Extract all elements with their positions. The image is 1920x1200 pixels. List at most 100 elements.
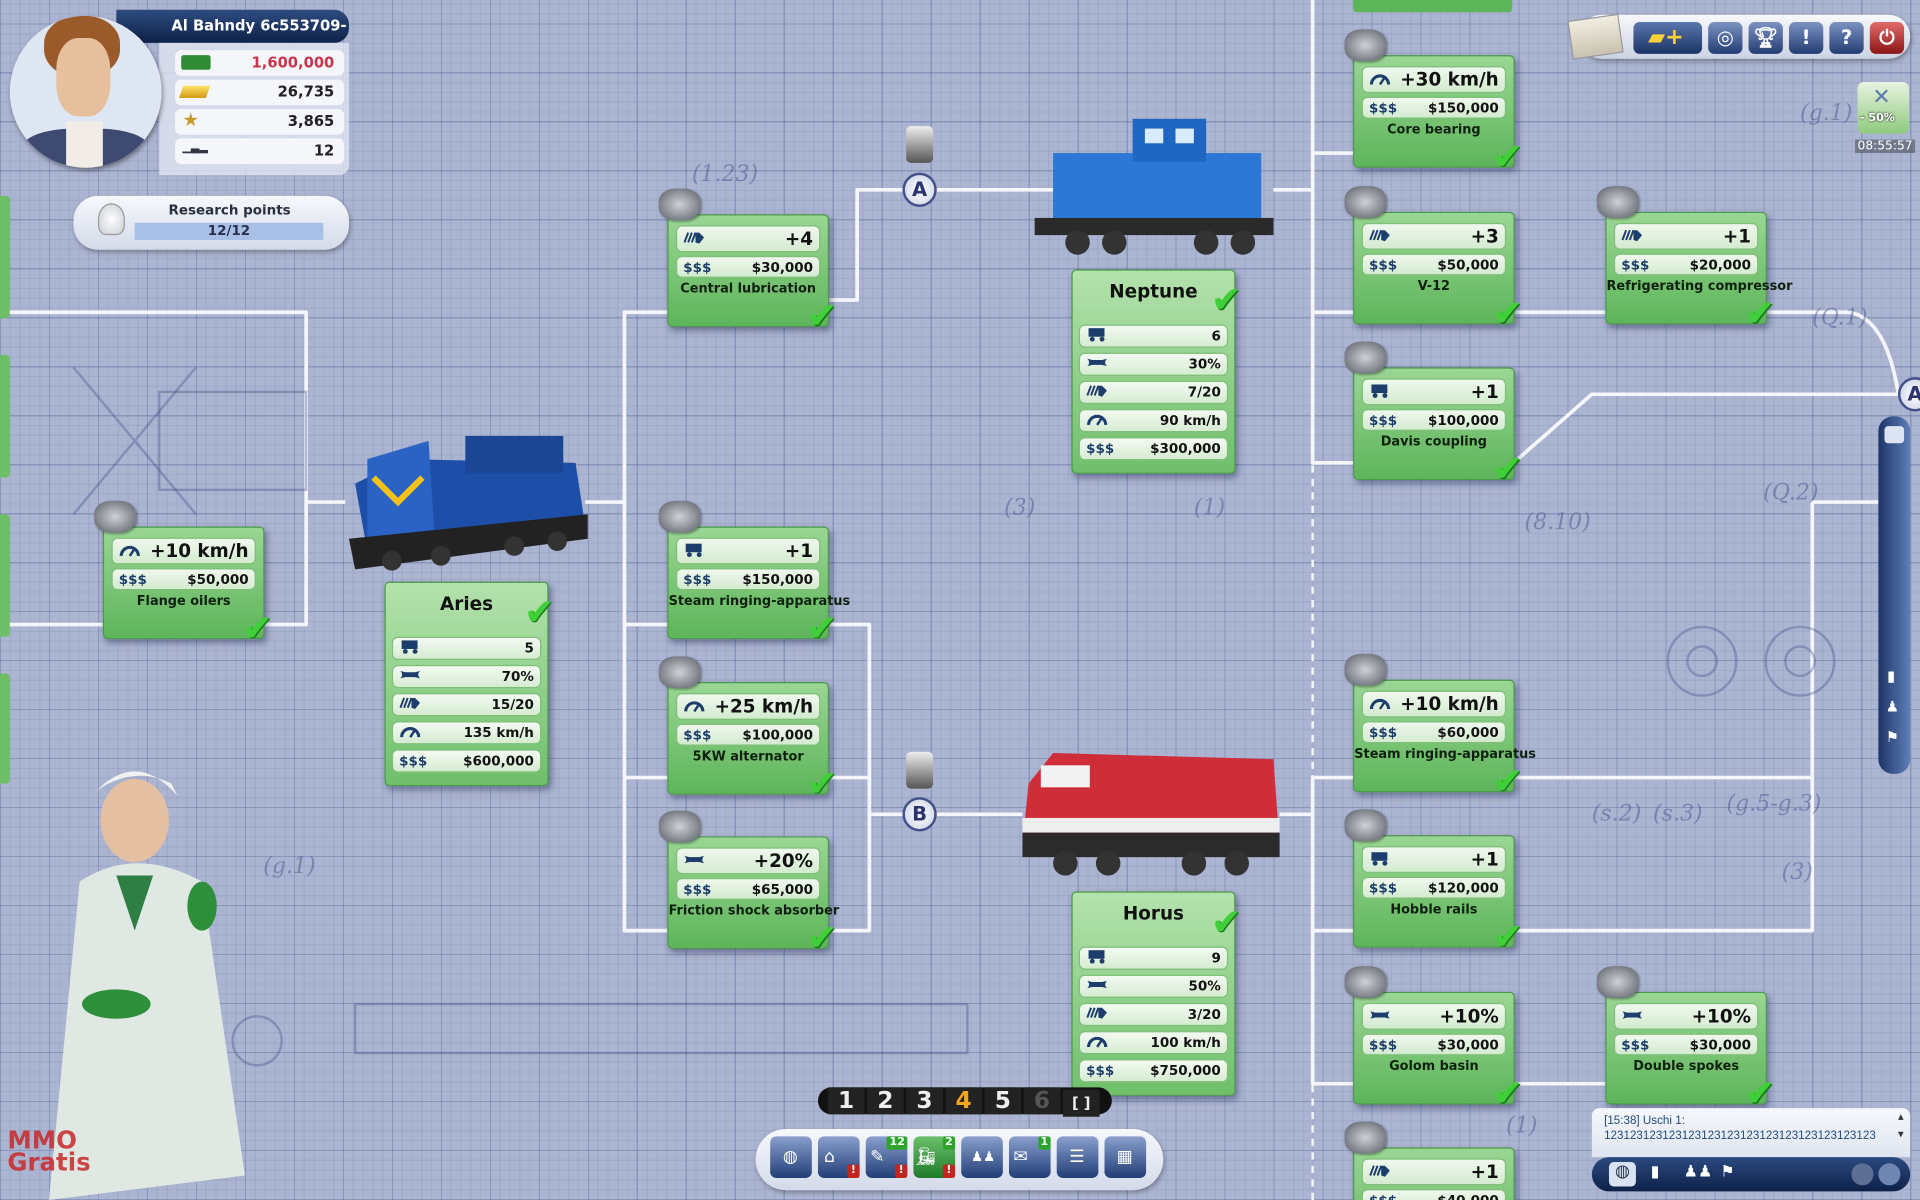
ranking-button[interactable]: ☰: [1056, 1136, 1099, 1178]
aries-locomotive[interactable]: [348, 435, 588, 571]
page-button-2[interactable]: 2: [866, 1087, 904, 1115]
chat-tab-flag[interactable]: ⚑: [1720, 1163, 1735, 1182]
money-icon: [181, 55, 211, 70]
cost-icon: $$$: [399, 753, 428, 769]
alert-badge: !: [847, 1164, 860, 1178]
help-button[interactable]: ?: [1829, 22, 1864, 54]
depot-side-icon[interactable]: ▮: [1886, 667, 1896, 685]
upgrade-stat-row: +1: [675, 537, 821, 565]
chat-minimize-button[interactable]: [1851, 1163, 1874, 1186]
upgrade-card[interactable]: +1 $$$$40,000: [1344, 1121, 1515, 1200]
side-scroll-panel[interactable]: ▮ ♟ ⚑: [1878, 416, 1911, 774]
depot-button[interactable]: ⌂!: [817, 1136, 860, 1178]
upgrade-cost: $50,000: [187, 571, 249, 588]
reliability-icon: [1621, 1005, 1643, 1027]
researched-checkmark-icon: ✔: [1210, 901, 1242, 945]
upgrade-stat-row: +1: [1613, 222, 1759, 250]
chat-tab-private[interactable]: ▮: [1650, 1163, 1660, 1182]
svg-text:(g.5-g.3): (g.5-g.3): [1727, 792, 1822, 817]
train-icon: 🚂︎: [914, 1147, 937, 1167]
upgrade-card[interactable]: +10% $$$$30,000 Golom basin ✔: [1344, 966, 1523, 1112]
alert-icon: !: [1801, 25, 1811, 49]
calculator-button[interactable]: ▦: [1104, 1136, 1147, 1178]
upgrade-card[interactable]: +1 $$$$100,000 Davis coupling ✔: [1344, 341, 1523, 488]
upgrade-cost: $100,000: [742, 726, 814, 743]
mmogratis-watermark: MMO Gratis: [7, 1125, 91, 1177]
cost-icon: $$$: [683, 881, 712, 897]
upgrade-card[interactable]: +1 $$$$20,000 Refrigerating compressor ✔: [1596, 186, 1792, 332]
power-icon: [1369, 225, 1391, 247]
offscreen-card-top: [1353, 0, 1513, 13]
power-icon: [399, 696, 421, 714]
upgrade-cost: $30,000: [751, 258, 814, 275]
power-icon: ⏻: [1879, 25, 1895, 49]
chat-scrollbar[interactable]: ▲▼: [1897, 1113, 1904, 1139]
upgrade-card[interactable]: +10 km/h $$$$60,000 Steam ringing-appara…: [1344, 653, 1536, 800]
mail-button[interactable]: ✉1: [1008, 1136, 1051, 1178]
upgrade-card[interactable]: +4 $$$$30,000 Central lubrication ✔: [658, 188, 838, 335]
page-button-5[interactable]: 5: [984, 1087, 1022, 1115]
junction-node-right[interactable]: A: [1897, 377, 1920, 412]
upgrade-stat-row: +1: [1361, 846, 1507, 874]
upgrade-card[interactable]: +1 $$$$120,000 Hobble rails ✔: [1344, 809, 1523, 956]
page-button-4[interactable]: 4: [945, 1087, 983, 1115]
upgrade-cost-row: $$$$150,000: [1361, 96, 1507, 119]
cost-icon: $$$: [1368, 724, 1398, 741]
junction-node-a[interactable]: A: [902, 172, 937, 207]
locomotive-power: 7/20: [1187, 384, 1221, 401]
power-icon: [1369, 1161, 1391, 1183]
upgrade-card[interactable]: +20% $$$$65,000 Friction shock absorber …: [658, 810, 839, 957]
reliability-icon: [1086, 977, 1108, 995]
research-button[interactable]: ✎12!: [865, 1136, 908, 1178]
page-button-1[interactable]: 1: [827, 1087, 865, 1115]
alerts-button[interactable]: !: [1788, 22, 1824, 54]
chat-maximize-button[interactable]: [1878, 1163, 1901, 1186]
upgrade-card[interactable]: +10% $$$$30,000 Double spokes ✔: [1596, 966, 1776, 1112]
player-avatar[interactable]: [9, 15, 162, 168]
svg-text:(g.1): (g.1): [1800, 101, 1852, 126]
chat-tab-global[interactable]: ◍: [1608, 1162, 1636, 1187]
flag-side-icon[interactable]: ⚑: [1885, 728, 1899, 746]
svg-text:(3): (3): [1004, 495, 1035, 520]
scroll-thumb[interactable]: [1884, 426, 1905, 444]
junction-node-b[interactable]: B: [902, 797, 937, 832]
page-button-6[interactable]: 6: [1023, 1087, 1061, 1115]
fullscreen-button[interactable]: [ ]: [1062, 1089, 1100, 1117]
upgrade-card[interactable]: +10 km/h $$$$50,000 Flange oilers ✔: [94, 500, 273, 647]
horus-locomotive[interactable]: [1022, 753, 1280, 876]
locomotive-power-row: 7/20: [1078, 380, 1229, 405]
upgrade-card[interactable]: +3 $$$$50,000 V-12 ✔: [1344, 186, 1523, 332]
speed-icon: [399, 724, 421, 742]
svg-text:(Q.1): (Q.1): [1812, 305, 1867, 330]
logout-button[interactable]: ⏻: [1869, 22, 1905, 54]
locomotive-cost: $300,000: [1150, 440, 1221, 457]
svg-text:(g.1): (g.1): [263, 854, 315, 879]
chat-log[interactable]: [15:38] Uschi 1: 12312312312312312312312…: [1591, 1108, 1911, 1158]
upgrade-card[interactable]: +1 $$$$150,000 Steam ringing-apparatus ✔: [658, 500, 850, 647]
researched-checkmark-icon: ✔: [1210, 279, 1242, 323]
gold-shop-button[interactable]: ▰+: [1633, 22, 1703, 54]
globe-button[interactable]: ◍: [770, 1136, 812, 1178]
locomotive-wagons-row: 9: [1078, 946, 1229, 970]
researched-checkmark-icon: ✔: [1492, 135, 1524, 179]
repair-discount-button[interactable]: ✕ - 50%: [1857, 82, 1909, 134]
upgrade-name: Hobble rails: [1390, 902, 1478, 918]
chat-tab-association[interactable]: ♟♟: [1683, 1163, 1713, 1182]
upgrade-card[interactable]: +25 km/h $$$$100,000 5KW alternator ✔: [658, 656, 838, 803]
cost-icon: $$$: [1368, 99, 1398, 116]
scientist-character: [48, 771, 245, 1200]
achievements-button[interactable]: 🏆︎: [1748, 22, 1783, 54]
upgrade-card[interactable]: +30 km/h $$$$150,000 Core bearing ✔: [1344, 29, 1523, 176]
reliability-icon: [683, 850, 705, 872]
people-side-icon[interactable]: ♟: [1885, 697, 1899, 716]
neptune-locomotive[interactable]: [1034, 118, 1274, 255]
support-button[interactable]: ◎: [1708, 22, 1743, 54]
page-button-3[interactable]: 3: [906, 1087, 943, 1115]
train-button[interactable]: 🚂︎2!: [913, 1136, 956, 1178]
count-badge: 12: [887, 1136, 908, 1150]
association-button[interactable]: ♟♟: [961, 1136, 1003, 1178]
upgrade-name: Golom basin: [1389, 1059, 1479, 1074]
